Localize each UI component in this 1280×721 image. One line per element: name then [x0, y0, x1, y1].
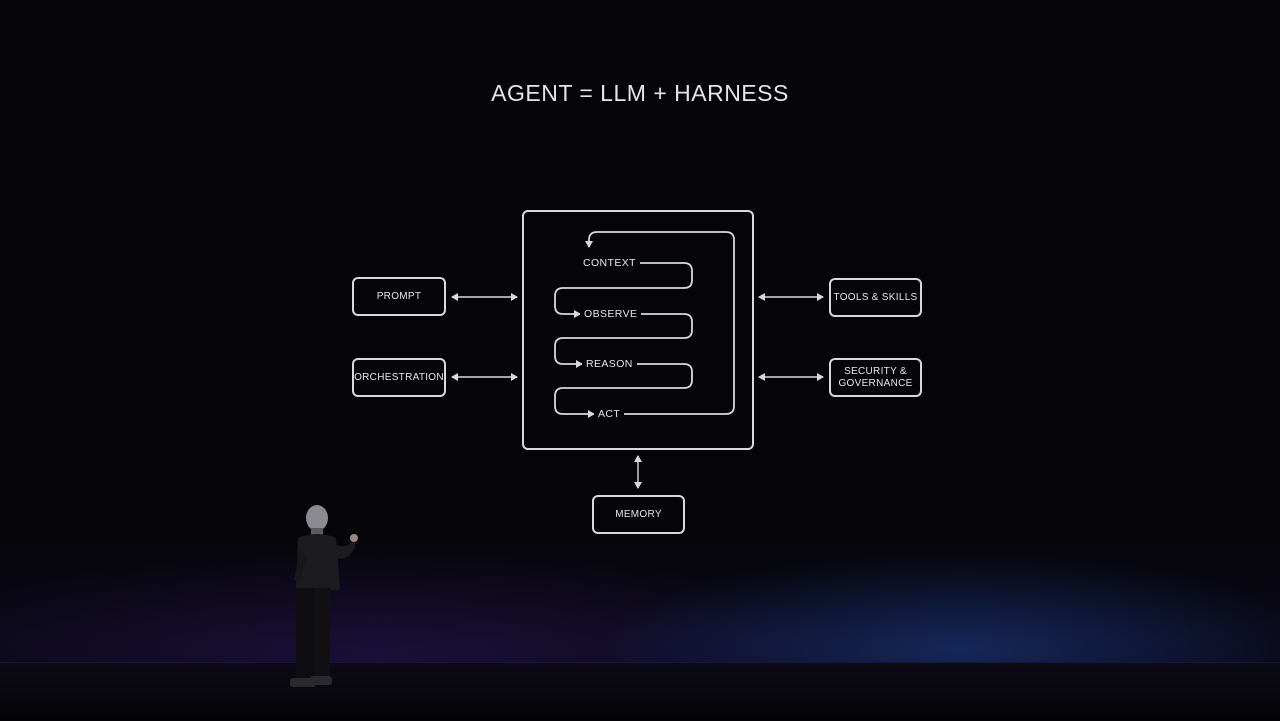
presenter-figure — [290, 505, 358, 687]
harness-frame — [522, 210, 754, 450]
agent-loop-path — [554, 262, 693, 318]
agent-loop-path-3 — [554, 363, 693, 418]
loop-step-observe: OBSERVE — [580, 308, 642, 320]
orchestration-box: ORCHESTRATION — [352, 358, 446, 397]
agent-loop-return — [585, 231, 735, 415]
prompt-box: PROMPT — [352, 277, 446, 316]
agent-loop-path-2 — [554, 313, 693, 368]
slide-title: AGENT = LLM + HARNESS — [491, 80, 789, 106]
loop-step-reason: REASON — [582, 358, 637, 370]
memory-box: MEMORY — [592, 495, 685, 534]
loop-step-act: ACT — [594, 408, 625, 420]
stage-floor — [0, 662, 1280, 721]
security-governance-box: SECURITY & GOVERNANCE — [829, 358, 922, 397]
loop-step-context: CONTEXT — [579, 257, 640, 269]
tools-skills-box: TOOLS & SKILLS — [829, 278, 922, 317]
